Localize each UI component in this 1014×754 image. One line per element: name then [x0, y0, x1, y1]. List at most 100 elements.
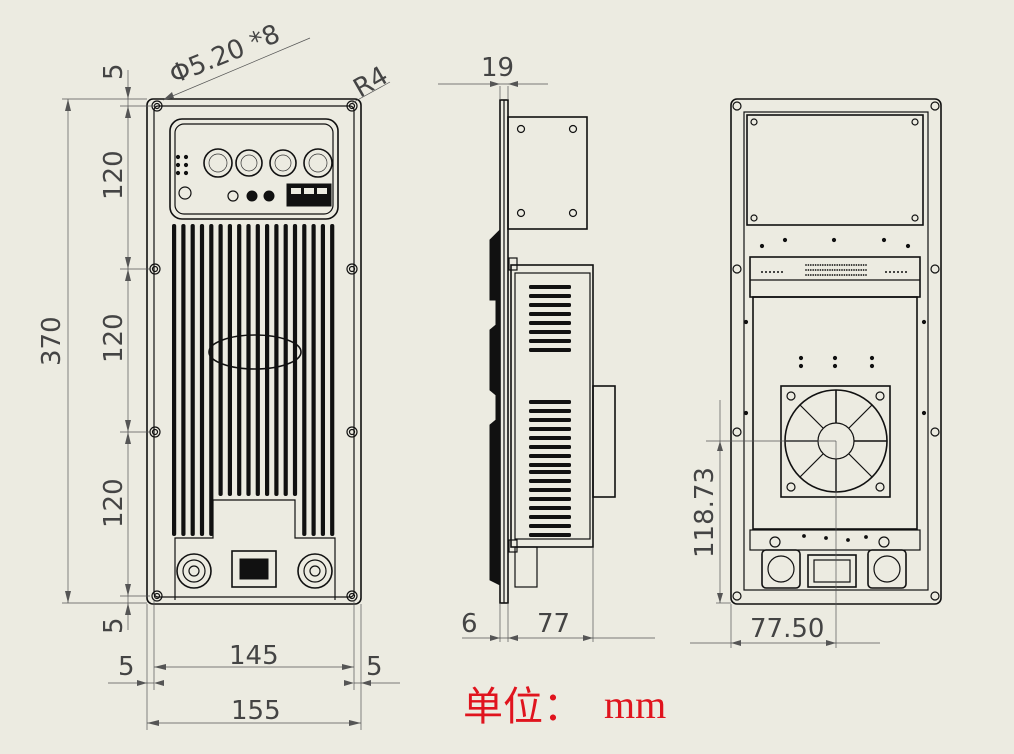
- pcb-dot: [843, 264, 846, 266]
- pcb-dot: [862, 274, 865, 276]
- pcb-dot: [833, 274, 836, 276]
- pcb-dot: [893, 271, 895, 273]
- vent-slot: [529, 400, 571, 404]
- pcb-dot: [897, 271, 899, 273]
- pcb-dot: [865, 274, 867, 276]
- pcb-dot: [850, 274, 853, 276]
- heatsink-fin: [255, 224, 260, 496]
- dim-depth: 77: [537, 609, 570, 639]
- pcb-dot: [850, 264, 853, 266]
- unit-label-mm: mm: [604, 682, 666, 727]
- rear-view-dimensions: [690, 400, 880, 648]
- speakon-connectors: [176, 553, 333, 589]
- vent-slot: [529, 348, 571, 352]
- vent-slot: [529, 418, 571, 422]
- heatsink-fin: [274, 224, 279, 496]
- pcb-dot: [857, 274, 860, 276]
- dim-fan-height: 118.73: [690, 467, 720, 558]
- dim-total-width: 155: [231, 696, 281, 726]
- vent-slot: [529, 312, 571, 316]
- pcb-dot: [817, 264, 819, 266]
- pcb-dot: [838, 269, 841, 271]
- pcb-dot: [843, 274, 846, 276]
- pcb-dot: [807, 264, 810, 266]
- pcb-dot: [821, 274, 824, 276]
- pcb-dot: [848, 264, 851, 266]
- pcb-dot: [855, 274, 858, 276]
- pcb-dot: [865, 264, 867, 266]
- pcb-dot: [807, 274, 810, 276]
- pcb-dot: [819, 264, 822, 266]
- pcb-dot: [777, 271, 779, 273]
- heatsink-fin: [283, 224, 288, 496]
- pcb-dot: [865, 269, 867, 271]
- pcb-dot: [826, 269, 829, 271]
- unit-label: 单位： mm: [463, 682, 666, 730]
- vent-slot: [529, 321, 571, 325]
- pcb-dot: [857, 269, 860, 271]
- dim-fan-offset: 77.50: [750, 614, 824, 644]
- pcb-dot: [845, 274, 848, 276]
- rear-pcb-connector-dots: [761, 264, 907, 276]
- pcb-dot: [841, 274, 843, 276]
- pcb-dot: [826, 274, 829, 276]
- heatsink-fin: [227, 224, 232, 496]
- dim-top-depth: 19: [481, 53, 514, 83]
- rear-mounting-holes: [732, 101, 940, 601]
- pcb-dot: [838, 264, 841, 266]
- rear-view-dimension-labels: 118.73 77.50: [690, 467, 824, 644]
- pcb-dot: [805, 264, 807, 266]
- pcb-dot: [781, 271, 783, 273]
- dim-flange: 6: [461, 609, 478, 639]
- pcb-dot: [814, 269, 817, 271]
- side-vent-slots: [529, 285, 571, 537]
- heatsink-logo-oval: [208, 334, 302, 370]
- side-connector-block: [514, 546, 538, 588]
- vent-slot: [529, 409, 571, 413]
- pcb-dot: [905, 271, 907, 273]
- bottom-panel: [174, 499, 336, 600]
- pcb-dot: [853, 269, 855, 271]
- heatsink-fin: [181, 224, 186, 536]
- vent-slot: [529, 470, 571, 474]
- pcb-dot: [857, 264, 860, 266]
- vent-slot: [529, 436, 571, 440]
- side-view: [489, 99, 616, 604]
- vent-slot: [529, 497, 571, 501]
- heatsink-fins: [172, 224, 335, 536]
- pcb-dot: [833, 269, 836, 271]
- heatsink-fin: [265, 224, 270, 496]
- heatsink-fin: [218, 224, 223, 496]
- pcb-dot: [845, 264, 848, 266]
- heatsink-fin: [237, 224, 242, 496]
- pcb-dot: [862, 269, 865, 271]
- pcb-dot: [836, 274, 839, 276]
- dim-bottom-margin: 5: [99, 617, 129, 634]
- pcb-dot: [831, 264, 834, 266]
- connector-panel: [169, 118, 339, 220]
- dim-hole-spacing: 145: [229, 641, 279, 671]
- heatsink-fin: [330, 224, 335, 536]
- pcb-dot: [855, 264, 858, 266]
- pcb-dot: [824, 269, 827, 271]
- pcb-dot: [819, 274, 822, 276]
- heatsink-fin: [311, 224, 316, 536]
- vent-slot: [529, 294, 571, 298]
- heatsink-fin: [302, 224, 307, 536]
- side-fan-housing: [592, 385, 616, 498]
- pcb-dot: [829, 274, 831, 276]
- pcb-dot: [831, 274, 834, 276]
- vent-slot: [529, 339, 571, 343]
- side-input-board-holes: [516, 124, 578, 218]
- pcb-dot: [805, 274, 807, 276]
- heatsink-fin: [209, 224, 214, 536]
- rear-amp-body: [752, 296, 918, 530]
- dim-top-margin: 5: [99, 63, 129, 80]
- pcb-dot: [841, 269, 843, 271]
- pcb-dot: [809, 274, 812, 276]
- pcb-dot: [860, 269, 863, 271]
- pcb-dot: [769, 271, 771, 273]
- vent-slot: [529, 285, 571, 289]
- vent-slot: [529, 303, 571, 307]
- rear-input-board: [746, 114, 924, 226]
